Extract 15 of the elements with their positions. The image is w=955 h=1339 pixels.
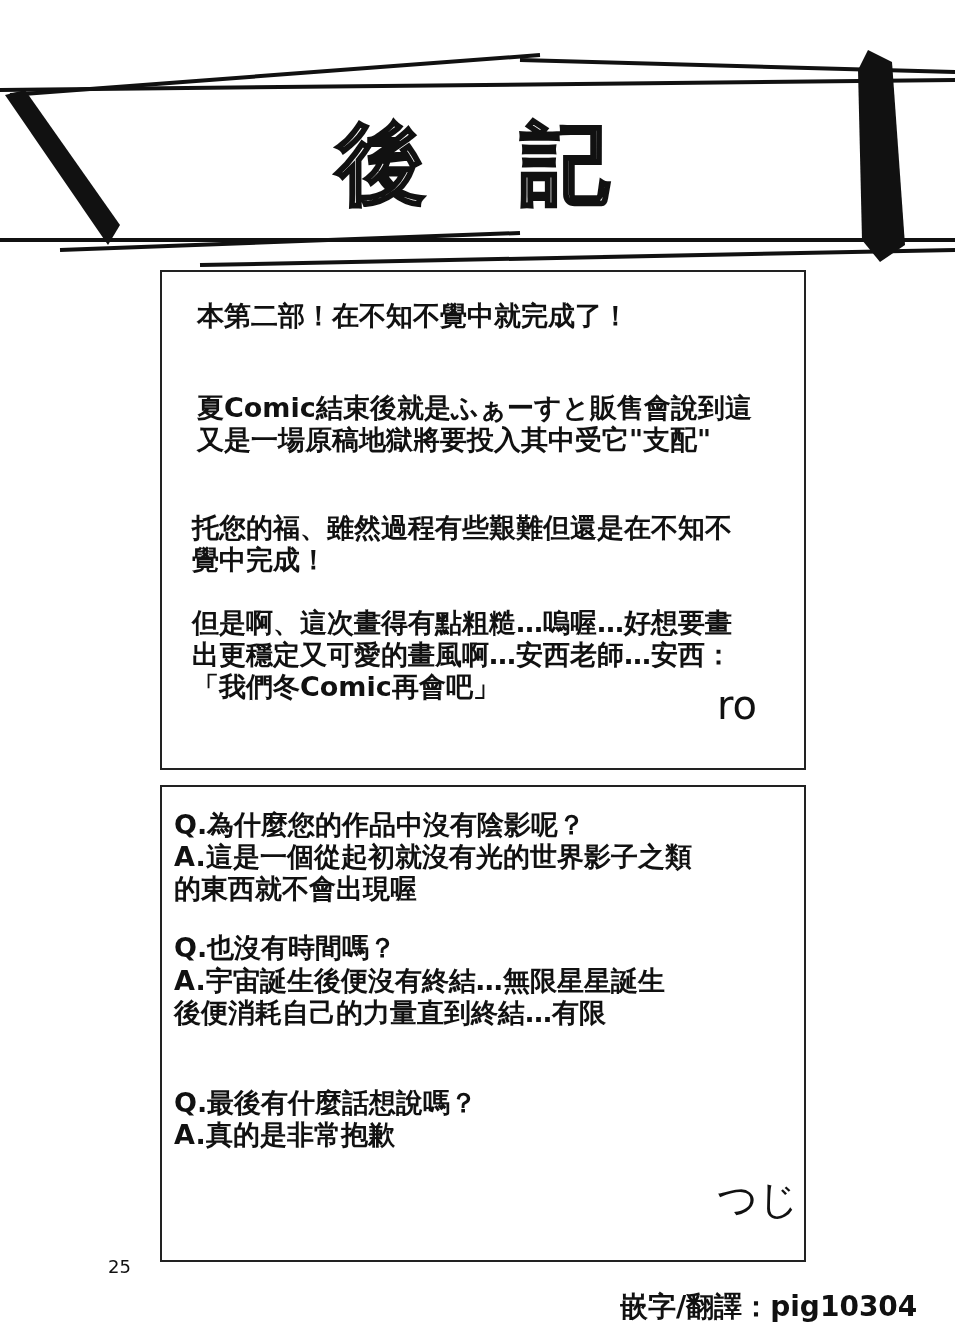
paragraph: 本第二部！在不知不覺中就完成了！ bbox=[197, 300, 630, 332]
title: 後 記 bbox=[334, 111, 614, 217]
paragraph: Q.也沒有時間嗎？ bbox=[174, 932, 398, 964]
paragraph: A.這是一個從起初就沒有光的世界影子之類的東西就不會出現喔 bbox=[174, 841, 693, 905]
text-panel bbox=[160, 785, 806, 1262]
signature: つじ bbox=[717, 1175, 799, 1224]
paragraph: A.真的是非常抱歉 bbox=[174, 1119, 396, 1151]
text-panel bbox=[160, 270, 806, 770]
paragraph: 托您的福、雖然過程有些艱難但還是在不知不覺中完成！ bbox=[192, 512, 733, 576]
credit-text: 嵌字/翻譯：pig10304 bbox=[620, 1289, 918, 1325]
paragraph: Q.為什麼您的作品中沒有陰影呢？ bbox=[174, 809, 587, 841]
paragraph: Q.最後有什麼話想說嗎？ bbox=[174, 1087, 479, 1119]
paragraph: 夏Comic結束後就是ふぁーすと販售會說到這又是一場原稿地獄將要投入其中受它"支配" bbox=[197, 392, 753, 456]
page-number: 25 bbox=[108, 1256, 131, 1277]
paragraph: A.宇宙誕生後便沒有終結…無限星星誕生後便消耗自己的力量直到終結…有限 bbox=[174, 965, 666, 1029]
